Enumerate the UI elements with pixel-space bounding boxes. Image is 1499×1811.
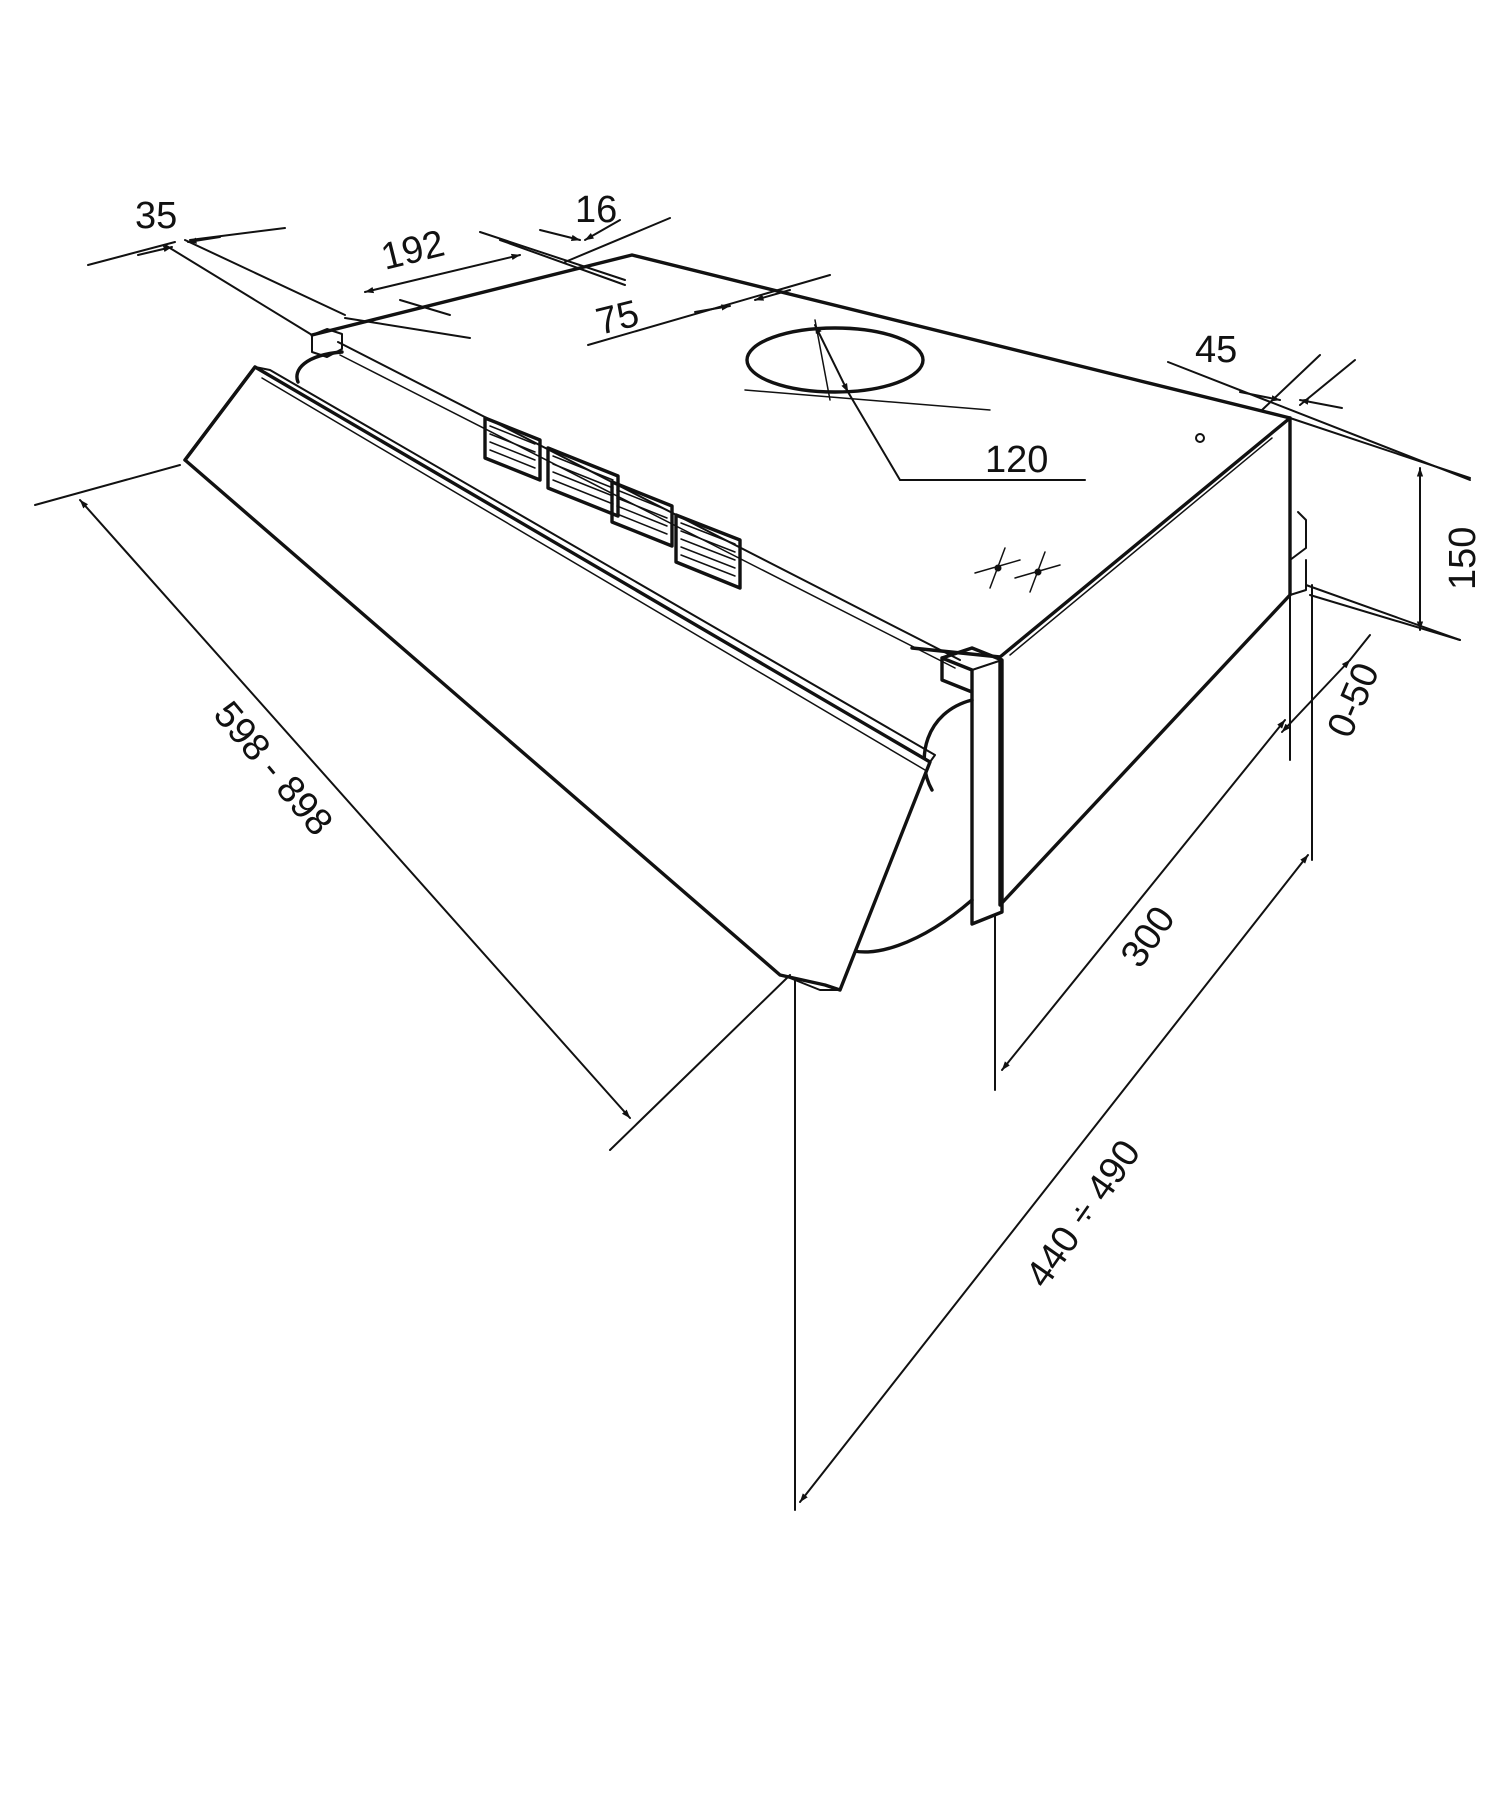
dim-label-300: 300 [1113, 899, 1184, 975]
dim-label-45: 45 [1195, 329, 1237, 371]
visor-panel [183, 365, 932, 992]
dim-label-120: 120 [985, 439, 1048, 481]
hood-rear-plate [1289, 511, 1307, 596]
hood-right-panel [998, 416, 1292, 907]
hood-right-bracket [940, 646, 1004, 926]
vent-grille-1 [483, 416, 542, 482]
dim-label-192: 192 [377, 223, 449, 279]
vent-grille-2 [546, 446, 620, 518]
vent-grille-3 [610, 480, 674, 548]
dim-label-75: 75 [592, 293, 643, 344]
dim-label-16: 16 [575, 189, 617, 231]
dim-label-35: 35 [135, 195, 177, 237]
motor-housing [922, 698, 974, 792]
fixing-points [974, 547, 1061, 593]
hood-front-edge [337, 341, 961, 661]
dim-label-440-490: 440 ÷ 490 [1018, 1133, 1149, 1295]
exhaust-outlet [745, 326, 925, 394]
front-visor [183, 365, 936, 992]
screw-hole [1195, 433, 1205, 443]
vent-grille-4 [674, 513, 742, 590]
dimension-lines [34, 217, 1471, 1511]
dim-label-150: 150 [1442, 527, 1484, 590]
hood-front-edge-inner [339, 354, 956, 669]
dim-label-0-50: 0-50 [1320, 657, 1388, 743]
